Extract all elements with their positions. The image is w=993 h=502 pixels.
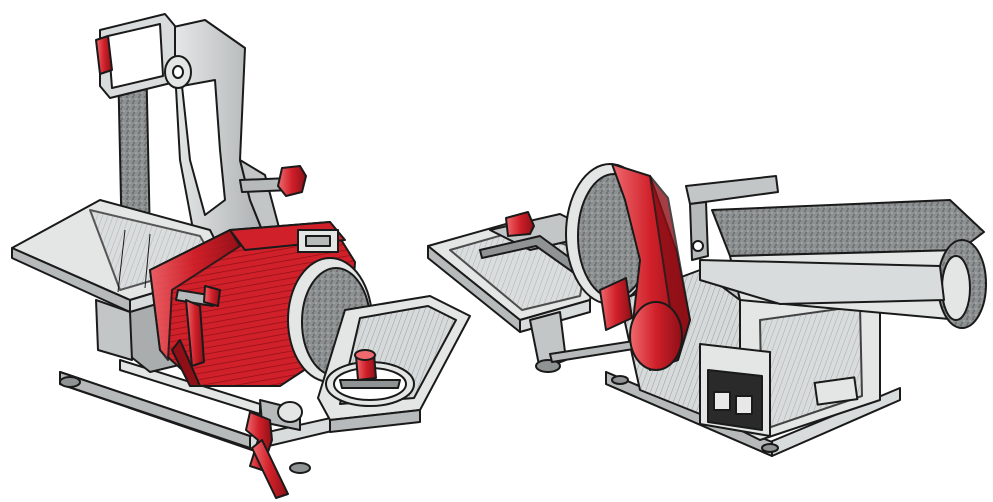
right-belt-frame	[699, 259, 945, 305]
right-disc-guard	[599, 163, 691, 371]
right-table-support	[529, 311, 641, 373]
left-disc-table	[317, 295, 471, 433]
belt-sander-icon	[11, 13, 471, 499]
left-top-knob	[95, 35, 113, 75]
left-clamp-handle	[245, 399, 303, 499]
right-belt-fence	[685, 175, 779, 261]
left-support-column	[95, 299, 133, 361]
left-motor-lever	[175, 285, 221, 367]
left-tracking-knob	[239, 165, 307, 197]
belt-disc-sander-icon	[427, 163, 987, 457]
power-switch-icon	[699, 343, 771, 437]
